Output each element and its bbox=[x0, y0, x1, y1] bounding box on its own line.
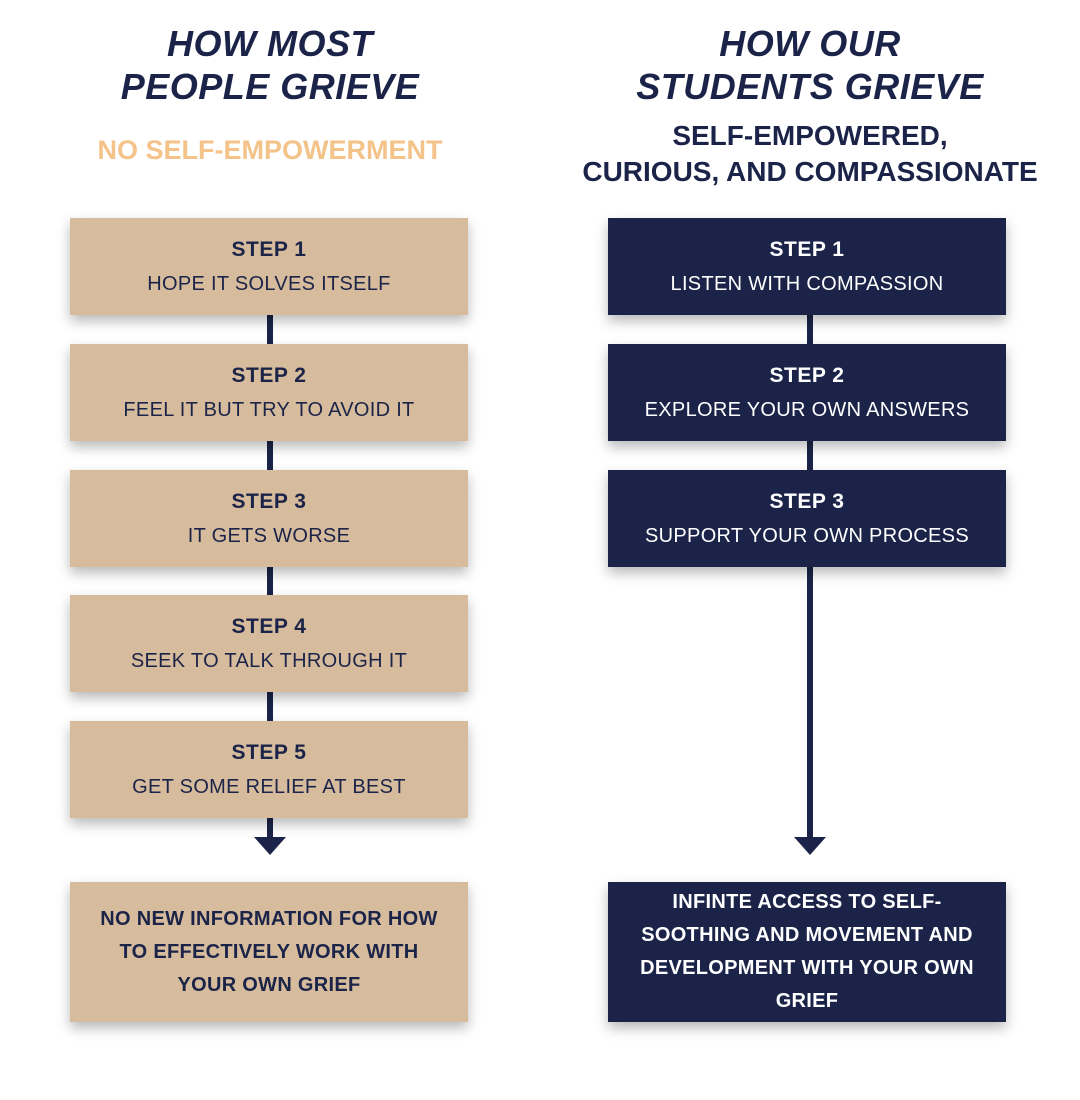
arrow-down-icon bbox=[794, 837, 826, 855]
outcome-box: INFINTE ACCESS TO SELF-SOOTHING AND MOVE… bbox=[608, 882, 1006, 1022]
left-subtitle: NO SELF-EMPOWERMENT bbox=[97, 135, 443, 165]
column-how-our-students-grieve: HOW OUR STUDENTS GRIEVE SELF-EMPOWERED, … bbox=[540, 0, 1080, 1100]
connector-line bbox=[807, 567, 813, 838]
column-how-most-people-grieve: HOW MOST PEOPLE GRIEVE NO SELF-EMPOWERME… bbox=[0, 22, 540, 1022]
step-text: IT GETS WORSE bbox=[187, 524, 351, 547]
step-box-3: STEP 3 IT GETS WORSE bbox=[70, 470, 468, 567]
connector-line bbox=[267, 818, 273, 838]
right-title: HOW OUR STUDENTS GRIEVE bbox=[540, 22, 1080, 108]
connector-line bbox=[267, 441, 273, 471]
connector-line bbox=[807, 441, 813, 471]
right-subtitle-line1: SELF-EMPOWERED, bbox=[672, 120, 948, 151]
step-label: STEP 3 bbox=[769, 489, 845, 513]
step-box-3: STEP 3 SUPPORT YOUR OWN PROCESS bbox=[608, 470, 1006, 567]
connector-line bbox=[807, 315, 813, 345]
step-label: STEP 3 bbox=[231, 489, 307, 513]
connector-line bbox=[267, 315, 273, 345]
right-subtitle: SELF-EMPOWERED, CURIOUS, AND COMPASSIONA… bbox=[540, 118, 1080, 190]
step-text: EXPLORE YOUR OWN ANSWERS bbox=[644, 398, 970, 421]
step-text: FEEL IT BUT TRY TO AVOID IT bbox=[123, 398, 415, 421]
step-text: HOPE IT SOLVES ITSELF bbox=[147, 272, 391, 295]
step-box-5: STEP 5 GET SOME RELIEF AT BEST bbox=[70, 721, 468, 818]
connector-line bbox=[267, 567, 273, 597]
step-text: LISTEN WITH COMPASSION bbox=[670, 272, 944, 295]
step-text: SUPPORT YOUR OWN PROCESS bbox=[645, 524, 969, 547]
connector-line bbox=[267, 692, 273, 722]
left-title-line1: HOW MOST bbox=[167, 23, 373, 64]
step-label: STEP 1 bbox=[769, 237, 845, 261]
step-box-2: STEP 2 EXPLORE YOUR OWN ANSWERS bbox=[608, 344, 1006, 441]
step-text: GET SOME RELIEF AT BEST bbox=[132, 775, 406, 798]
step-box-4: STEP 4 SEEK TO TALK THROUGH IT bbox=[70, 595, 468, 692]
left-title: HOW MOST PEOPLE GRIEVE bbox=[0, 22, 540, 108]
step-box-1: STEP 1 LISTEN WITH COMPASSION bbox=[608, 218, 1006, 315]
right-title-line2: STUDENTS GRIEVE bbox=[636, 66, 984, 107]
outcome-box: NO NEW INFORMATION FOR HOW TO EFFECTIVEL… bbox=[70, 882, 468, 1022]
left-title-line2: PEOPLE GRIEVE bbox=[120, 66, 420, 107]
step-box-1: STEP 1 HOPE IT SOLVES ITSELF bbox=[70, 218, 468, 315]
step-label: STEP 5 bbox=[231, 740, 307, 764]
step-label: STEP 1 bbox=[231, 237, 307, 261]
step-box-2: STEP 2 FEEL IT BUT TRY TO AVOID IT bbox=[70, 344, 468, 441]
arrow-down-icon bbox=[254, 837, 286, 855]
right-title-line1: HOW OUR bbox=[719, 23, 901, 64]
step-label: STEP 2 bbox=[231, 363, 307, 387]
right-subtitle-line2: CURIOUS, AND COMPASSIONATE bbox=[582, 156, 1038, 187]
step-label: STEP 4 bbox=[231, 614, 307, 638]
step-label: STEP 2 bbox=[769, 363, 845, 387]
step-text: SEEK TO TALK THROUGH IT bbox=[130, 649, 408, 672]
